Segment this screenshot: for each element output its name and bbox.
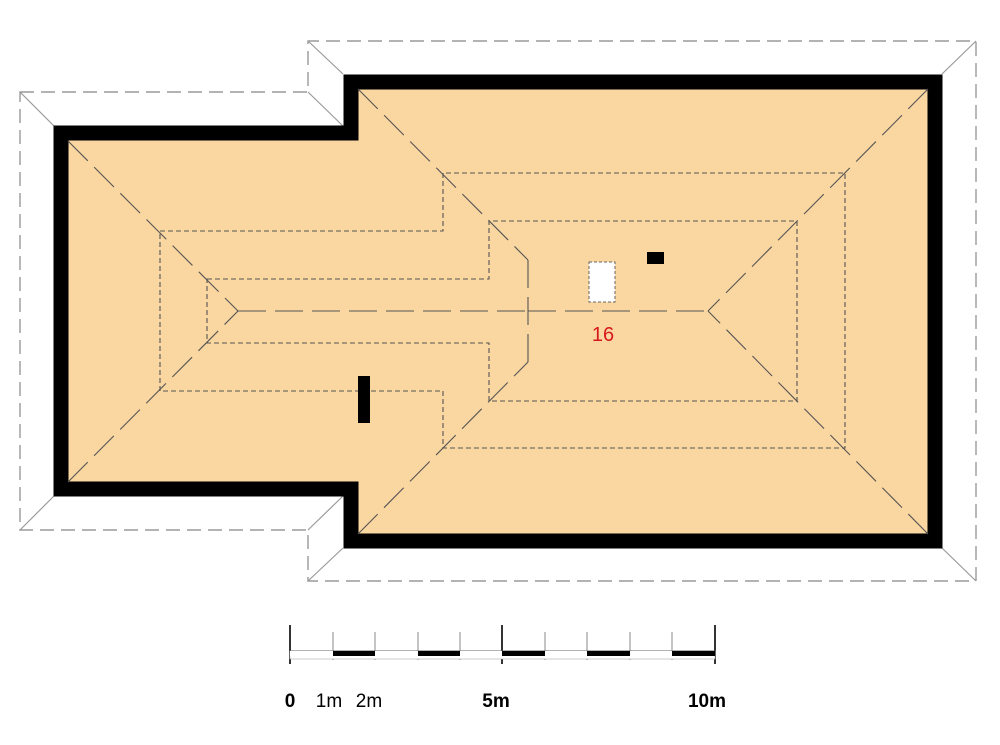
scale-bar: 0 1m 2m 5m 10m [285, 625, 726, 712]
scale-label-1m: 1m [316, 691, 342, 712]
chimney-small [647, 252, 664, 264]
scale-label-0: 0 [285, 691, 296, 712]
room-number-label: 16 [592, 324, 614, 346]
chimney-left [358, 376, 370, 423]
scale-label-5m: 5m [482, 691, 509, 712]
eaves-corner-connectors [19, 40, 977, 582]
scale-bar-segments [290, 651, 715, 656]
scale-label-2m: 2m [356, 691, 382, 712]
inner-dashed-outlines [159, 172, 846, 449]
skylight [588, 261, 616, 303]
scale-label-10m: 10m [688, 691, 726, 712]
